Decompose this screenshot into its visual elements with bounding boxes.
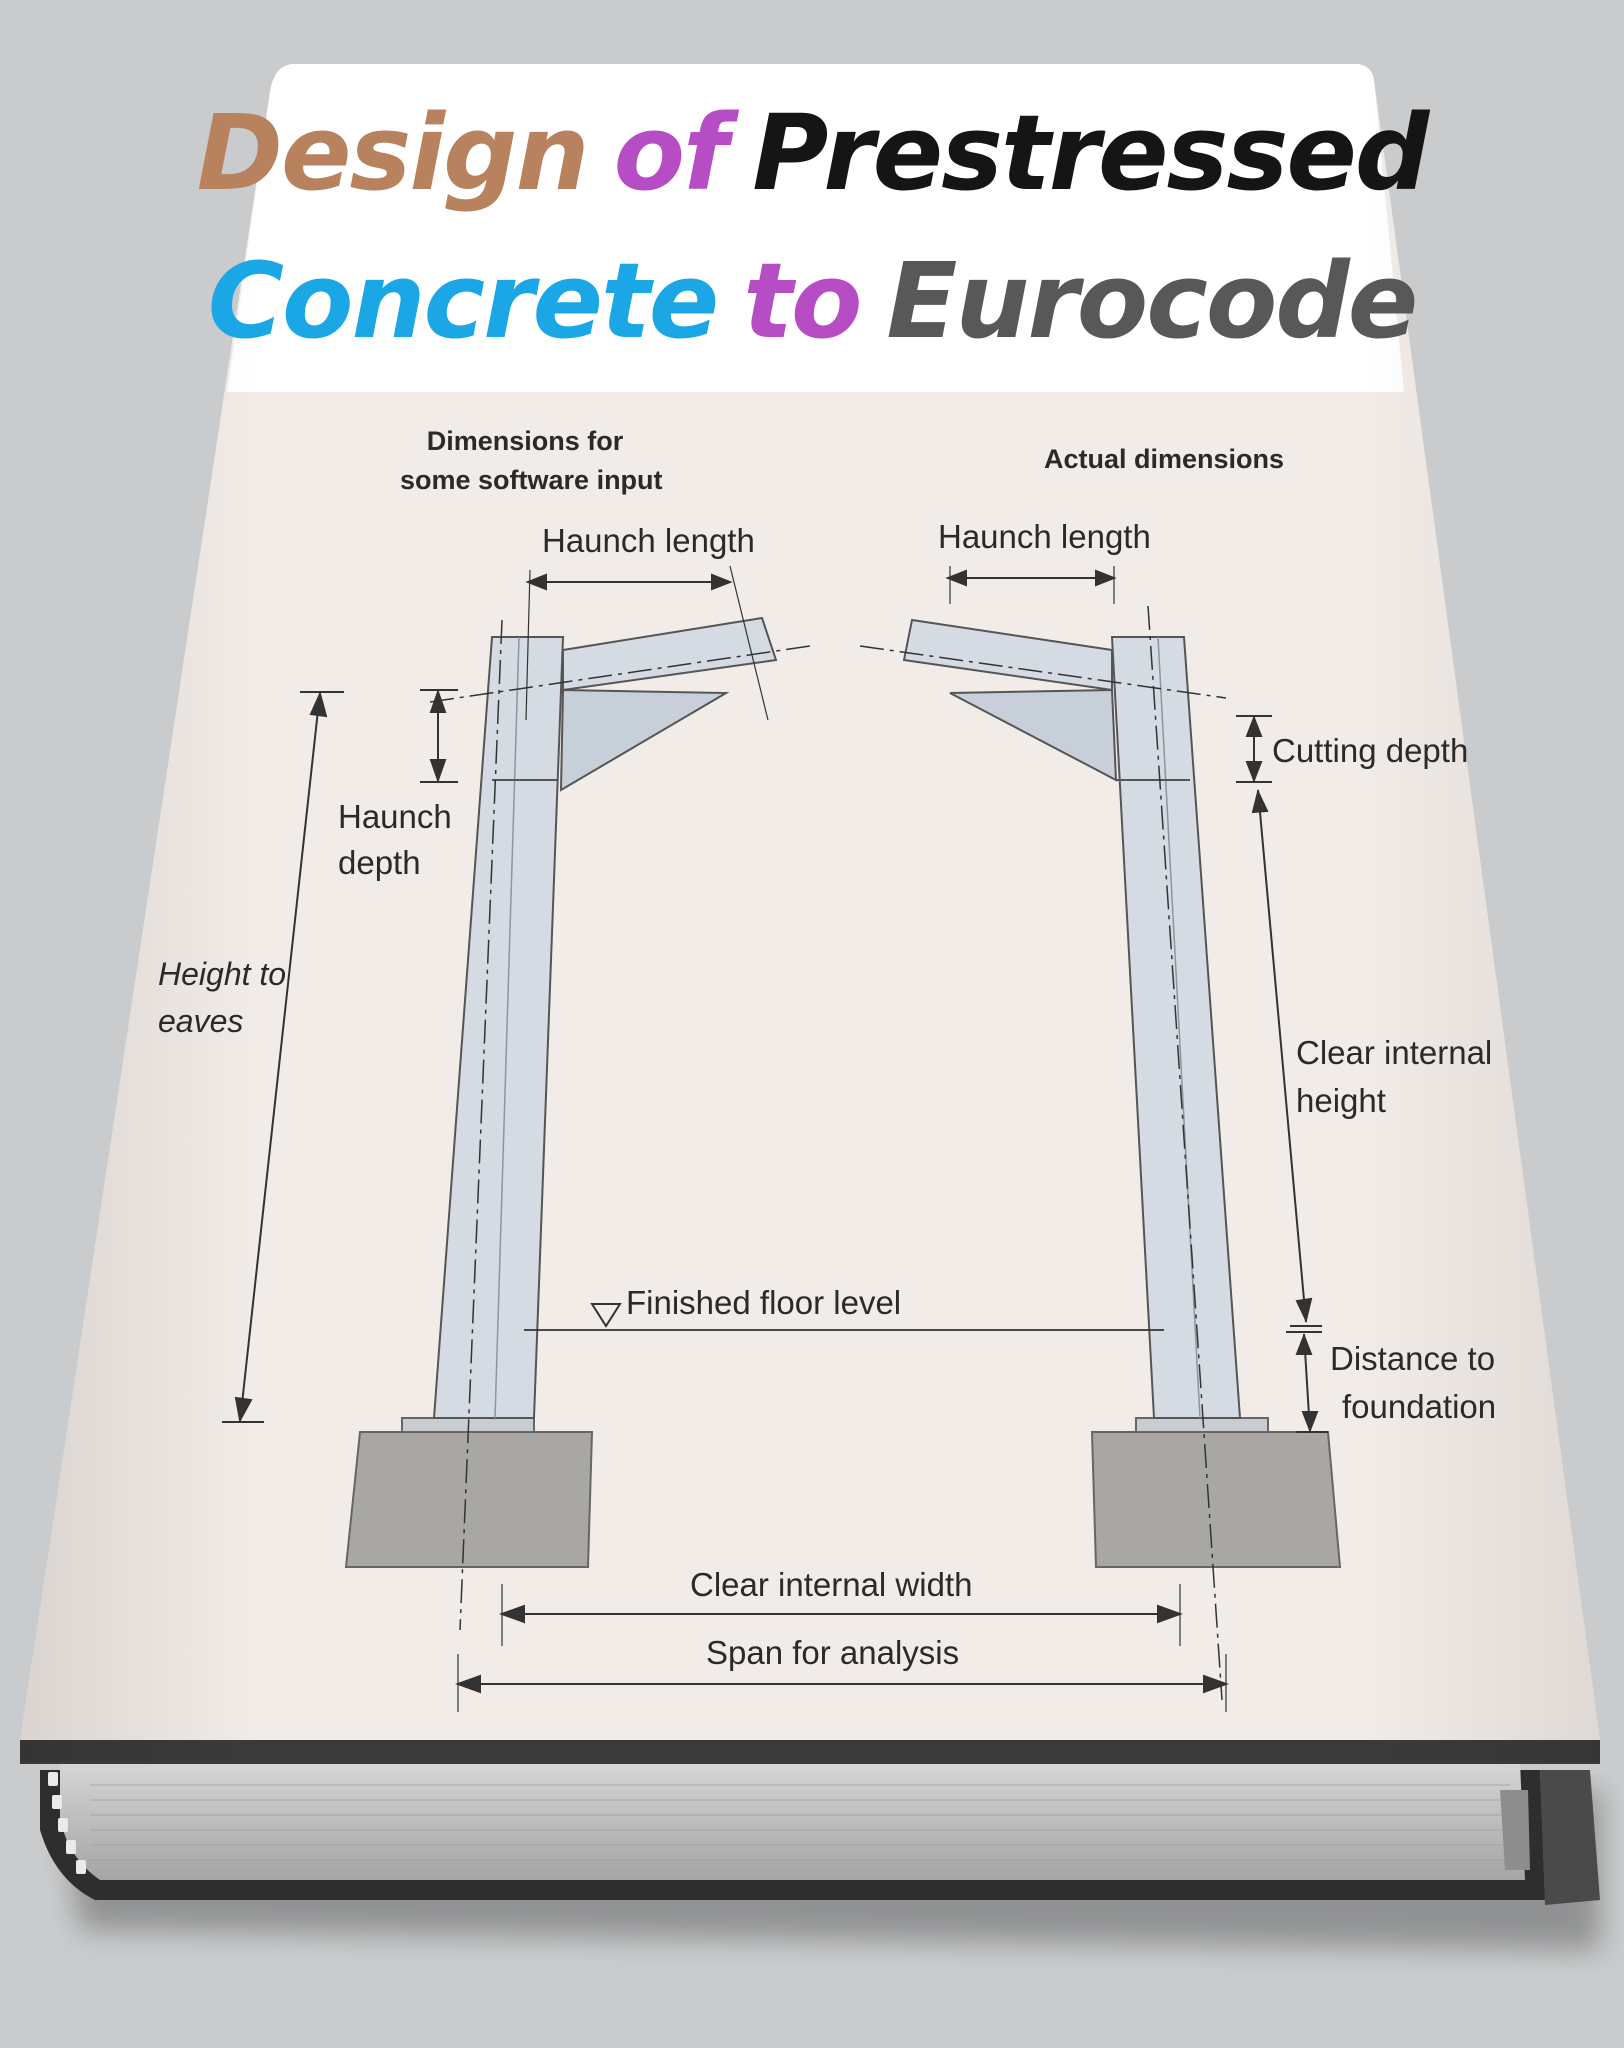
title-word-design: Design [196,92,590,214]
clear-internal-height-line-2: height [1296,1082,1386,1119]
title-word-of: of [613,92,729,214]
book-pages [40,1762,1600,1905]
height-to-eaves-line-2: eaves [158,1003,244,1039]
portal-frame-diagram [222,565,1342,1712]
right-haunch [949,688,1118,782]
left-haunch [559,688,730,792]
title-word-to: to [743,240,862,362]
clear-internal-height-line-1: Clear internal [1296,1034,1493,1071]
right-foundation [1090,1431,1342,1568]
span-for-analysis-label: Span for analysis [706,1634,960,1671]
haunch-length-left-label: Haunch length [542,522,755,559]
right-caption: Actual dimensions [1044,444,1285,474]
haunch-depth-line-1: Haunch [338,798,452,835]
title-word-prestressed: Prestressed [752,92,1429,214]
clear-internal-width-label: Clear internal width [690,1566,973,1603]
distance-to-foundation-label: Distance to foundation [1330,1340,1496,1426]
height-to-eaves-label: Height to eaves [158,956,286,1040]
left-caption-line-1: Dimensions for [426,426,624,456]
height-to-eaves-line-1: Height to [158,956,287,992]
finished-floor-level-label: Finished floor level [626,1284,902,1321]
cutting-depth-label: Cutting depth [1272,732,1469,769]
title-word-eurocode: Eurocode [886,240,1418,362]
distance-to-foundation-line-2: foundation [1342,1388,1497,1425]
right-base-plate [1135,1417,1269,1433]
left-column [432,636,565,1419]
distance-to-foundation-line-1: Distance to [1330,1340,1496,1377]
left-caption: Dimensions for some software input [400,426,663,496]
haunch-length-right-label: Haunch length [938,518,1151,555]
clear-internal-height-label: Clear internal height [1296,1034,1492,1120]
haunch-depth-label: Haunch depth [338,798,452,882]
title-word-concrete: Concrete [207,240,720,362]
left-foundation [344,1431,594,1568]
haunch-depth-line-2: depth [338,844,421,881]
left-caption-line-2: some software input [400,465,663,495]
left-rafter [562,616,778,692]
